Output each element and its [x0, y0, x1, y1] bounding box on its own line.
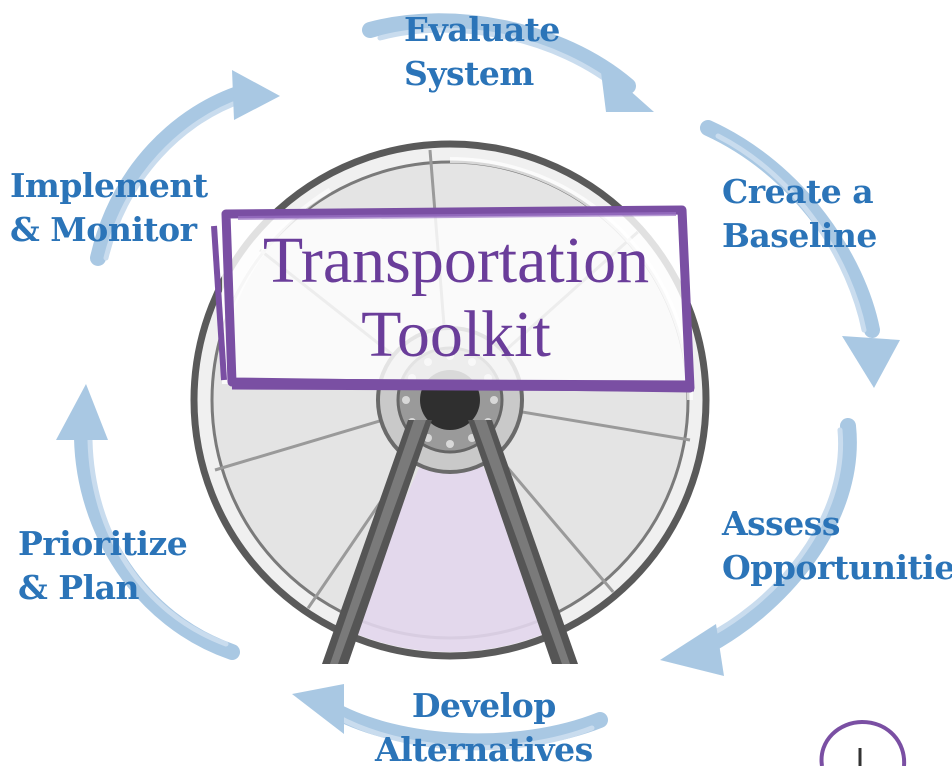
step-implement-monitor: Implement & Monitor [10, 164, 208, 252]
step-line: Create a [722, 172, 874, 211]
arrow-left-lower [56, 384, 240, 660]
step-line: Assess [722, 504, 840, 543]
step-line: & Monitor [10, 210, 197, 249]
arrow-right-lower [660, 418, 857, 676]
arrow-left-upper [90, 70, 280, 266]
step-line: Baseline [722, 216, 877, 255]
center-title-line: Transportation [262, 224, 650, 297]
step-line: System [404, 54, 534, 93]
step-line: Alternatives [375, 730, 593, 766]
logo-circle [819, 719, 907, 766]
step-prioritize-plan: Prioritize & Plan [18, 522, 188, 610]
cycle-arrows [56, 13, 900, 751]
wheel-stand [322, 420, 578, 664]
arrow-right-upper [700, 120, 900, 388]
step-develop-alternatives: Develop Alternatives [375, 684, 593, 766]
center-title: Transportation Toolkit [222, 224, 690, 372]
step-evaluate-system: Evaluate System [404, 8, 560, 96]
step-line: Develop [411, 686, 556, 725]
step-assess-opportunities: Assess Opportunities [722, 502, 952, 590]
center-title-line: Toolkit [361, 298, 551, 371]
step-line: Prioritize [18, 524, 188, 563]
arrow-bottom [292, 684, 608, 751]
step-line: & Plan [18, 568, 140, 607]
step-line: Evaluate [404, 10, 560, 49]
step-line: Opportunities [722, 548, 952, 587]
title-frame [211, 205, 695, 393]
step-line: Implement [10, 166, 208, 205]
step-create-baseline: Create a Baseline [722, 170, 877, 258]
arrow-top-right [362, 13, 654, 112]
